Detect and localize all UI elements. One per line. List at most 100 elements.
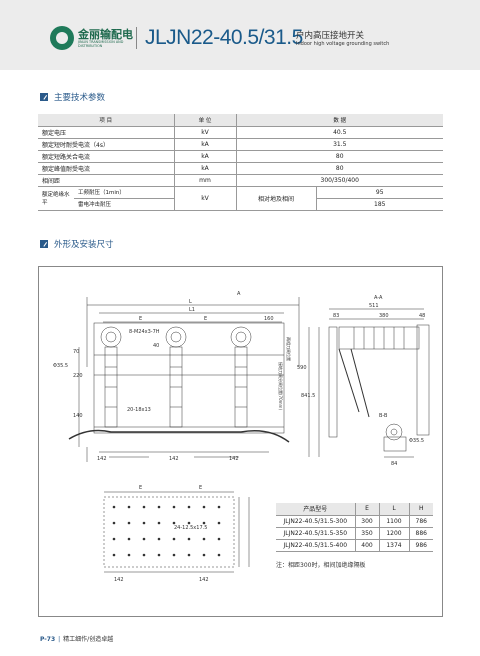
dim-142: 142: [114, 577, 124, 583]
row-item: 额定绝缘水平: [38, 186, 74, 211]
dim-140: 140: [73, 413, 83, 419]
table-header-row: 项 目 单 位 数 据: [38, 114, 443, 127]
row-unit: kV: [174, 126, 237, 139]
label-phi: Φ35.5: [53, 363, 68, 369]
drawing-svg: L L1 E E 160 A 8-M24x3-7H 20-18x13 142 1…: [53, 291, 430, 583]
section-heading-specs: 主要技术参数: [40, 91, 105, 103]
header-e: E: [355, 503, 380, 516]
label-phi35: Φ35.5: [409, 438, 424, 444]
table-row: 额定短时耐受电流（4s） kA 31.5: [38, 138, 443, 151]
section-heading-dimensions: 外形及安装尺寸: [40, 238, 114, 250]
footer-divider: |: [58, 636, 61, 643]
header-divider: [136, 27, 137, 49]
cell-e: 400: [355, 539, 380, 552]
cell-l: 1200: [379, 527, 410, 540]
header-l: L: [379, 503, 410, 516]
label-slot: 20-18x13: [127, 407, 151, 413]
section-title: 外形及安装尺寸: [54, 240, 114, 250]
side-insulator: [353, 327, 405, 349]
dimensions-table: 产品型号 E L H JLJN22-40.5/31.5-300 300 1100…: [276, 503, 433, 552]
product-title-cn: 户内高压接地开关: [296, 31, 365, 41]
product-title-en: Indoor high voltage grounding switch: [296, 41, 390, 47]
dim-142: 142: [169, 456, 179, 462]
footer-slogan: 精工细作/创造卓越: [63, 636, 114, 643]
cell-model: JLJN22-40.5/31.5-300: [276, 515, 356, 528]
cell-l: 1100: [379, 515, 410, 528]
dim-380: 380: [379, 313, 389, 319]
section-label-bb: B-B: [379, 413, 388, 419]
logo-english-name: JINLIN TRANSMISSION AND DISTRIBUTION: [78, 40, 124, 48]
row-scope: 相对地及相间: [236, 186, 317, 211]
technical-drawing: L L1 E E 160 A 8-M24x3-7H 20-18x13 142 1…: [38, 266, 443, 617]
cell-model: JLJN22-40.5/31.5-400: [276, 539, 356, 552]
page-footer: P-73|精工细作/创造卓越: [40, 634, 113, 643]
pole-1: [100, 326, 122, 428]
table-row: 雷电冲击耐压 185: [38, 198, 443, 211]
label-bolt: 8-M24x3-7H: [129, 329, 160, 335]
label-holes: 24-12.5x17.5: [174, 525, 207, 531]
row-value: 31.5: [236, 138, 443, 151]
dim-L1: L1: [189, 307, 195, 313]
dim-L: L: [189, 299, 192, 305]
cell-l: 1374: [379, 539, 410, 552]
row-item: 额定短路关合电流: [38, 150, 175, 163]
cell-model: JLJN22-40.5/31.5-350: [276, 527, 356, 540]
table-row: 额定短路关合电流 kA 80: [38, 150, 443, 163]
dim-E: E: [199, 485, 202, 491]
table-row: JLJN22-40.5/31.5-350 350 1200 886: [276, 527, 433, 540]
row-subitem: 雷电冲击耐压: [74, 198, 175, 211]
dim-220: 220: [73, 373, 83, 379]
dim-841: 841.5: [301, 393, 315, 399]
vertical-note-1: 两相刀闸位置: [286, 337, 292, 361]
dim-142: 142: [229, 456, 239, 462]
table-row: JLJN22-40.5/31.5-300 300 1100 786: [276, 515, 433, 528]
plan-holes: [112, 505, 221, 557]
dim-511: 511: [369, 303, 379, 309]
dim-160: 160: [264, 316, 274, 322]
section-title: 主要技术参数: [54, 93, 106, 103]
dim-48: 48: [419, 313, 425, 319]
dim-590: 590: [297, 365, 307, 371]
cell-e: 300: [355, 515, 380, 528]
row-unit: kV: [174, 186, 237, 211]
row-unit: kA: [174, 138, 237, 151]
section-bullet-icon: [40, 93, 48, 101]
dim-84: 84: [391, 461, 397, 467]
section-bullet-icon: [40, 240, 48, 248]
header-unit: 单 位: [174, 114, 237, 127]
row-value: 300/350/400: [236, 174, 443, 187]
header-banner: 金丽输配电 JINLIN TRANSMISSION AND DISTRIBUTI…: [0, 0, 480, 70]
row-value: 95: [316, 186, 443, 199]
row-value: 80: [236, 150, 443, 163]
section-mark-a: A: [237, 291, 241, 297]
table-row: 相间距 mm 300/350/400: [38, 174, 443, 187]
table-row: 额定电压 kV 40.5: [38, 126, 443, 139]
dim-142: 142: [97, 456, 107, 462]
row-subitem: 工频耐压（1min）: [74, 186, 175, 199]
row-item: 额定电压: [38, 126, 175, 139]
table-row: 额定绝缘水平 工频耐压（1min） kV 相对地及相间 95: [38, 186, 443, 211]
dim-70: 70: [73, 349, 79, 355]
dim-40: 40: [153, 343, 159, 349]
cell-h: 886: [409, 527, 433, 540]
dim-E: E: [139, 316, 142, 322]
company-logo-icon: [50, 26, 74, 50]
header-data: 数 据: [236, 114, 443, 127]
table-note: 注：相距300时，相间加绝缘隔板: [276, 562, 366, 569]
table-row: JLJN22-40.5/31.5-400 400 1374 986: [276, 539, 433, 552]
vertical-note-2: 接地刀闸分闸位置(70mm): [278, 362, 284, 410]
page-number: P-73: [40, 636, 56, 643]
cell-e: 350: [355, 527, 380, 540]
row-unit: kA: [174, 150, 237, 163]
header-h: H: [409, 503, 433, 516]
cell-h: 986: [409, 539, 433, 552]
row-value: 40.5: [236, 126, 443, 139]
table-row: 额定峰值耐受电流 kA 80: [38, 162, 443, 175]
table-header-row: 产品型号 E L H: [276, 503, 433, 516]
header-model: 产品型号: [276, 503, 356, 516]
product-model: JLJN22-40.5/31.5: [145, 26, 303, 49]
dim-E: E: [139, 485, 142, 491]
row-unit: kA: [174, 162, 237, 175]
logo-chinese-name: 金丽输配电: [78, 28, 133, 41]
row-unit: mm: [174, 174, 237, 187]
